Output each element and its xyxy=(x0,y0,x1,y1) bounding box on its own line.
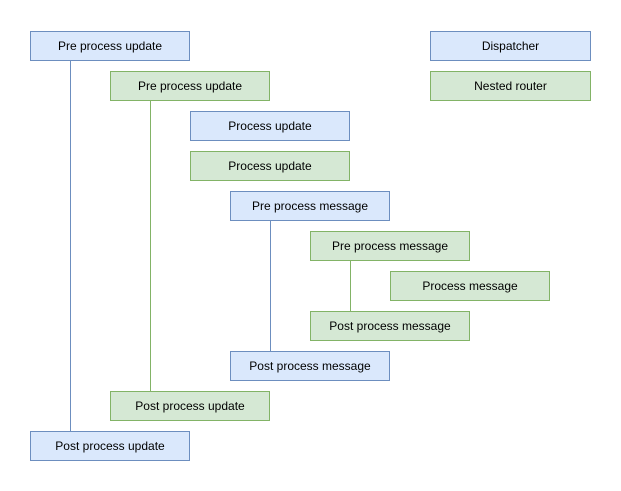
node-label: Pre process update xyxy=(137,78,243,93)
node-label: Nested router xyxy=(474,78,547,93)
node-process-message-nested-router: Process message xyxy=(390,271,550,301)
connector-nested-router-message-span xyxy=(350,261,351,311)
node-label: Post process update xyxy=(135,398,245,413)
node-post-process-message-nested-router: Post process message xyxy=(310,311,470,341)
connector-dispatcher-message-span xyxy=(270,221,271,351)
node-label: Dispatcher xyxy=(481,38,540,53)
node-legend-dispatcher: Dispatcher xyxy=(430,31,591,61)
node-pre-process-message-dispatcher: Pre process message xyxy=(230,191,390,221)
node-pre-process-update-nested-router: Pre process update xyxy=(110,71,270,101)
node-label: Pre process message xyxy=(331,238,449,253)
node-label: Process update xyxy=(228,158,312,173)
node-process-update-nested-router: Process update xyxy=(190,151,350,181)
node-post-process-update-dispatcher: Post process update xyxy=(30,431,190,461)
node-pre-process-message-nested-router: Pre process message xyxy=(310,231,470,261)
node-pre-process-update-dispatcher: Pre process update xyxy=(30,31,190,61)
node-label: Post process message xyxy=(249,358,371,373)
node-process-update-dispatcher: Process update xyxy=(190,111,350,141)
node-post-process-message-dispatcher: Post process message xyxy=(230,351,390,381)
node-post-process-update-nested-router: Post process update xyxy=(110,391,270,421)
node-legend-nested-router: Nested router xyxy=(430,71,591,101)
node-label: Pre process update xyxy=(57,38,163,53)
node-label: Process message xyxy=(422,278,518,293)
node-label: Post process message xyxy=(329,318,451,333)
node-label: Pre process message xyxy=(251,198,369,213)
connector-dispatcher-update-span xyxy=(70,61,71,431)
node-label: Post process update xyxy=(55,438,165,453)
node-label: Process update xyxy=(228,118,312,133)
connector-nested-router-update-span xyxy=(150,101,151,391)
